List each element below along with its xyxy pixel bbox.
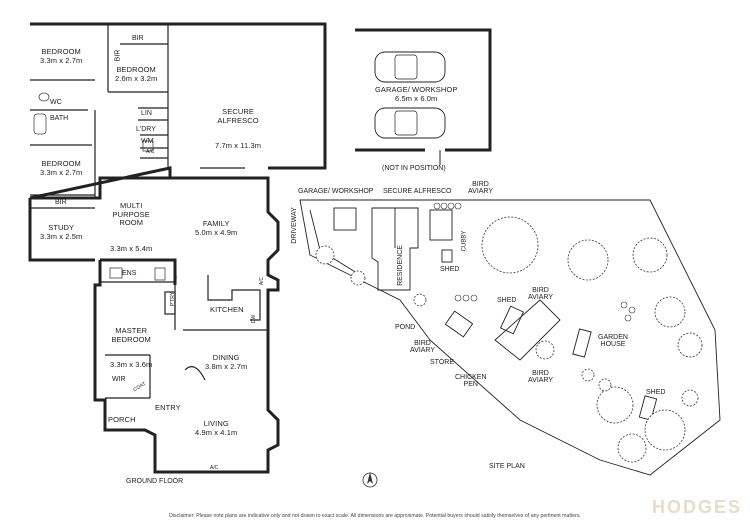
label-lin: LIN <box>141 110 152 117</box>
room-dims: 3.3m x 2.7m <box>40 167 83 177</box>
room-dims: 3.8m x 2.7m <box>205 361 248 371</box>
label-dw: DW <box>251 314 258 324</box>
label-f: F <box>173 276 178 283</box>
room-name: DINING <box>212 353 240 362</box>
room-secure-alfresco: SECURE ALFRESCO 7.7m x 11.3m <box>215 91 261 159</box>
brand-logo: HODGES <box>651 497 742 517</box>
site-label-bird-aviary-right: BIRD AVIARY <box>528 287 554 301</box>
room-name: FAMILY <box>202 219 230 228</box>
label-wir: WIR <box>112 376 126 383</box>
label-ac-2: A/C <box>259 276 266 286</box>
room-name: PORCH <box>108 415 136 424</box>
room-garage-workshop: GARAGE/ WORKSHOP 6.5m x 6.0m <box>375 85 458 103</box>
room-dims: 3.3m x 3.6m <box>110 360 153 369</box>
room-name: GARAGE/ WORKSHOP <box>375 85 458 94</box>
label-bir-top: BIR <box>132 35 144 42</box>
room-bedroom-1: BEDROOM 3.3m x 2.7m <box>40 47 83 65</box>
label-bir-study: BIR <box>55 199 67 206</box>
label-pantry: P'TRY <box>170 291 177 307</box>
site-label-driveway: DRIVEWAY <box>290 207 298 244</box>
room-name: STUDY <box>48 223 75 232</box>
room-family: FAMILY 5.0m x 4.9m <box>195 219 238 237</box>
site-label-store: STORE <box>430 359 454 366</box>
room-name: BEDROOM <box>41 159 81 168</box>
room-living: LIVING 4.9m x 4.1m <box>195 419 238 437</box>
site-plan-title: SITE PLAN <box>489 463 525 470</box>
label-ldry: L'DRY <box>136 126 156 133</box>
label-wc: WC <box>50 99 62 106</box>
label-bir-side: BIR <box>114 49 122 62</box>
site-label-shed-2: SHED <box>497 297 517 304</box>
ground-floor-label: GROUND FLOOR <box>126 478 184 485</box>
label-ac-1: A/C <box>146 149 155 155</box>
room-name: LIVING <box>203 419 229 428</box>
room-dims: 5.0m x 4.9m <box>195 227 238 237</box>
garage-note: (NOT IN POSITION) <box>382 165 446 172</box>
room-master-bedroom: MASTER BEDROOM 3.3m x 3.6m <box>110 310 152 378</box>
room-porch: PORCH <box>108 415 136 425</box>
site-label-garage: GARAGE/ WORKSHOP <box>298 188 374 195</box>
room-dims: 6.5m x 6.0m <box>395 93 438 103</box>
room-entry: ENTRY <box>155 403 181 413</box>
room-name: MASTER BEDROOM <box>111 326 151 344</box>
room-dims: 3.3m x 2.5m <box>40 231 83 241</box>
room-kitchen: KITCHEN <box>210 305 244 315</box>
site-label-shed-1: SHED <box>440 266 460 273</box>
room-name: ENTRY <box>155 403 181 412</box>
label-ac-3: A/C <box>210 465 219 471</box>
site-label-alfresco: SECURE ALFRESCO <box>383 188 452 195</box>
room-dims: 3.3m x 5.4m <box>110 243 153 253</box>
room-dims: 2.6m x 3.2m <box>115 73 158 83</box>
site-label-bird-aviary-left: BIRD AVIARY <box>410 340 436 354</box>
room-name: BEDROOM <box>116 65 156 74</box>
room-multi-purpose: MULTI PURPOSE ROOM 3.3m x 5.4m <box>110 185 152 262</box>
site-label-bird-aviary-mid: BIRD AVIARY <box>528 370 554 384</box>
room-name: MULTI PURPOSE ROOM <box>112 201 150 227</box>
room-bedroom-2: BEDROOM 2.6m x 3.2m <box>115 65 158 83</box>
site-label-garden-house: GARDEN HOUSE <box>598 334 628 348</box>
site-label-pond: POND <box>395 324 416 331</box>
room-name: SECURE ALFRESCO <box>217 107 259 125</box>
room-dims: 4.9m x 4.1m <box>195 427 238 437</box>
label-wm: WM <box>141 138 154 145</box>
site-label-bird-aviary-top: BIRD AVIARY <box>468 181 494 195</box>
label-bath: BATH <box>50 115 69 122</box>
room-study: STUDY 3.3m x 2.5m <box>40 223 83 241</box>
room-dims: 7.7m x 11.3m <box>215 141 262 150</box>
room-dims: 3.3m x 2.7m <box>40 55 83 65</box>
north-arrow-icon <box>360 470 380 492</box>
site-label-shed-3: SHED <box>646 389 666 396</box>
disclaimer-text: Disclaimer: Please note plans are indica… <box>169 513 581 519</box>
room-dining: DINING 3.8m x 2.7m <box>205 353 248 371</box>
room-name: KITCHEN <box>210 305 244 314</box>
label-ens: ENS <box>122 270 137 277</box>
room-bedroom-3: BEDROOM 3.3m x 2.7m <box>40 159 83 177</box>
site-label-chicken-pen: CHICKEN PEN <box>455 374 487 388</box>
site-label-residence: RESIDENCE <box>396 245 404 286</box>
room-name: BEDROOM <box>41 47 81 56</box>
site-label-cubby: CUBBY <box>461 230 468 252</box>
